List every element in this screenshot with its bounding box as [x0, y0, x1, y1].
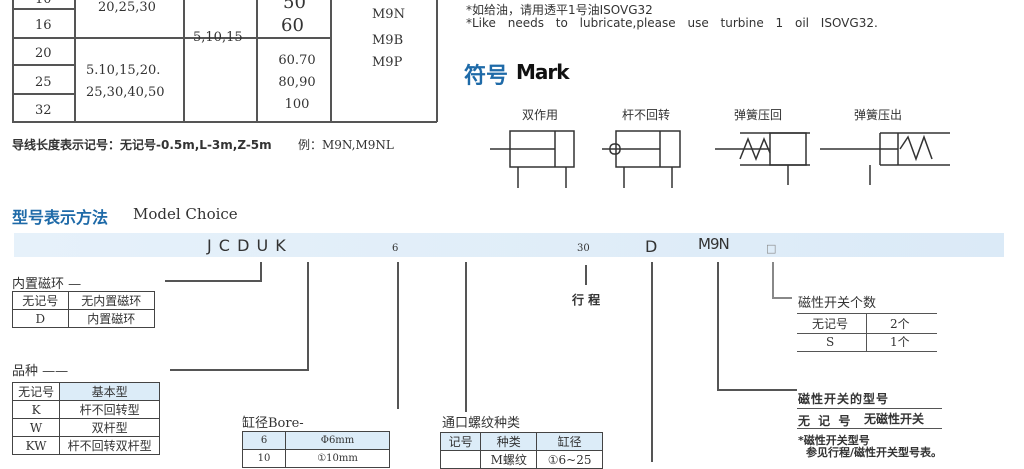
- switch-note-2: 参见行程/磁性开关型号表。: [806, 446, 943, 459]
- switch-m9p: M9P: [372, 55, 403, 70]
- thread-title: 通口螺纹种类: [442, 416, 521, 431]
- bore-10: 10: [35, 0, 52, 7]
- switch-m9b: M9B: [372, 33, 404, 48]
- lube-en: *Like needs to lubricate,please use turb…: [466, 16, 878, 30]
- spring-return-symbol-icon: [715, 132, 810, 185]
- double-acting-symbol-icon: [490, 130, 575, 188]
- switch-note-1: *磁性开关型号: [798, 434, 870, 447]
- stroke-label: 行 程: [572, 293, 601, 307]
- mark-title-en: Mark: [516, 60, 570, 84]
- mark-title-cn: 符号: [464, 64, 509, 89]
- bore-20: 20: [35, 46, 52, 61]
- max-large: 60.70 80,90 100: [278, 53, 316, 112]
- symbol-label-spring-return: 弹簧压回: [734, 108, 783, 122]
- model-title-en: Model Choice: [133, 205, 238, 223]
- stroke-small: 20,25,30: [98, 0, 156, 15]
- code-count: □: [766, 242, 777, 255]
- max-60: 60: [281, 15, 304, 36]
- switch-model-title: 磁性开关的型号: [798, 392, 890, 406]
- lube-cn: *如给油，请用透平1号油ISOVG32: [466, 3, 653, 17]
- stroke-large: 5.10,15,20. 25,30,40,50: [86, 63, 165, 100]
- symbol-label-spring-extend: 弹簧压出: [854, 108, 903, 122]
- magnet-title: 内置磁环 —: [12, 277, 82, 292]
- lead-note: 导线长度表示记号：无记号-0.5m,L-3m,Z-5m: [12, 138, 272, 152]
- bore-title: 缸径Bore-: [242, 416, 304, 431]
- switch-count-title: 磁性开关个数: [798, 296, 877, 311]
- switch-model-none-label: 无磁性开关: [864, 412, 925, 426]
- code-prefix: J C D U K: [207, 236, 286, 255]
- symbol-label-nonrotating: 杆不回转: [622, 108, 671, 122]
- switch-model-none-code: 无 记 号: [798, 414, 851, 428]
- non-rotating-symbol-icon: [602, 130, 681, 188]
- switch-m9n: M9N: [372, 7, 405, 22]
- symbol-label-double: 双作用: [522, 108, 559, 122]
- bore-32: 32: [35, 103, 52, 118]
- code-switch: M9N: [698, 235, 730, 253]
- lead-example: 例：M9N,M9NL: [298, 138, 394, 152]
- spring-extend-symbol-icon: [820, 132, 950, 185]
- stroke-std: 5,10,15: [193, 30, 243, 45]
- max-50: 50: [283, 0, 306, 13]
- code-bore: 6: [392, 243, 399, 254]
- model-code-bar: [14, 233, 1004, 257]
- bore-25: 25: [35, 75, 52, 90]
- code-stroke: 30: [577, 243, 590, 254]
- variety-title: 品种 ——: [12, 364, 69, 379]
- code-thread: D: [645, 237, 658, 256]
- bore-16: 16: [35, 18, 52, 33]
- model-title-cn: 型号表示方法: [12, 208, 109, 227]
